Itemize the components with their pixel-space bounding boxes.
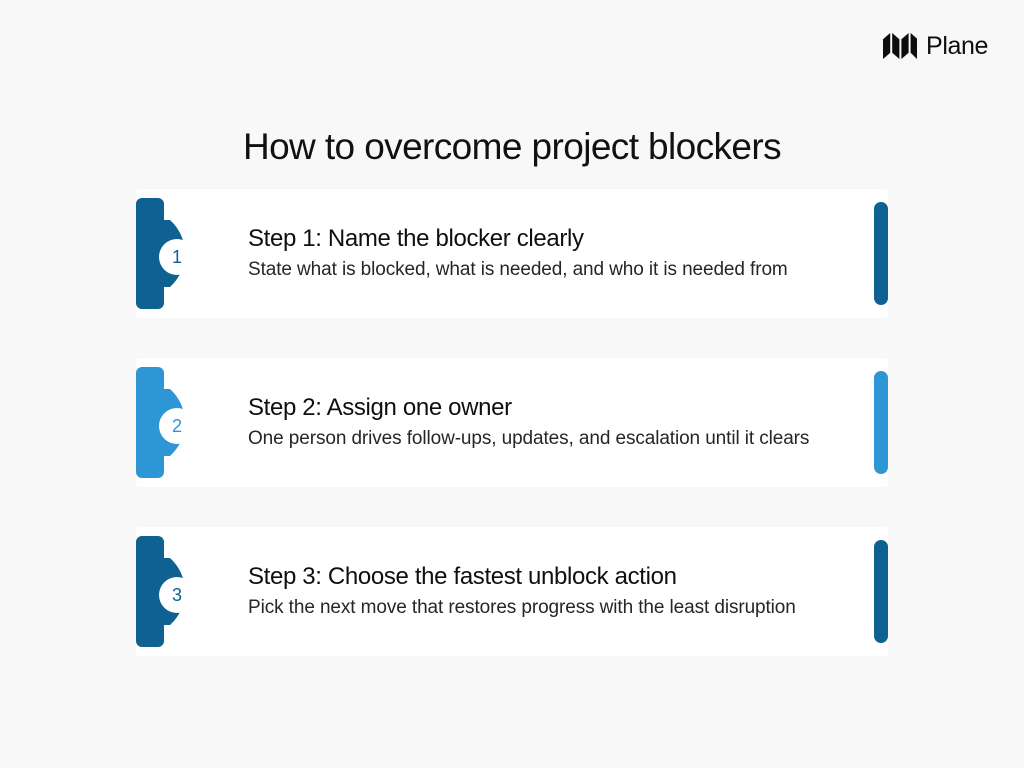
brand-name: Plane (926, 31, 988, 60)
step-number-badge: 1 (159, 239, 195, 275)
step-content: Step 2: Assign one owner One person driv… (226, 393, 888, 453)
page-title: How to overcome project blockers (242, 125, 782, 167)
step-heading: Step 1: Name the blocker clearly (248, 224, 584, 252)
step-card: 3 Step 3: Choose the fastest unblock act… (136, 527, 888, 656)
brand-logo: Plane (883, 33, 988, 59)
step-heading: Step 2: Assign one owner (248, 393, 512, 421)
step-number-badge: 2 (159, 408, 195, 444)
step-card: 2 Step 2: Assign one owner One person dr… (136, 358, 888, 487)
step-description: One person drives follow-ups, updates, a… (248, 427, 810, 449)
step-number-badge: 3 (159, 577, 195, 613)
step-description: State what is blocked, what is needed, a… (248, 258, 788, 280)
step-marker-b-shape: 1 (136, 198, 226, 309)
step-content: Step 3: Choose the fastest unblock actio… (226, 562, 888, 622)
step-accent-bar (874, 371, 888, 474)
step-description: Pick the next move that restores progres… (248, 596, 796, 618)
step-accent-bar (874, 202, 888, 305)
plane-logo-icon (883, 33, 918, 59)
step-heading: Step 3: Choose the fastest unblock actio… (248, 562, 677, 590)
step-marker-b-shape: 2 (136, 367, 226, 478)
step-accent-bar (874, 540, 888, 643)
step-marker-b-shape: 3 (136, 536, 226, 647)
steps-list: 1 Step 1: Name the blocker clearly State… (136, 189, 888, 656)
step-content: Step 1: Name the blocker clearly State w… (226, 224, 888, 284)
step-card: 1 Step 1: Name the blocker clearly State… (136, 189, 888, 318)
